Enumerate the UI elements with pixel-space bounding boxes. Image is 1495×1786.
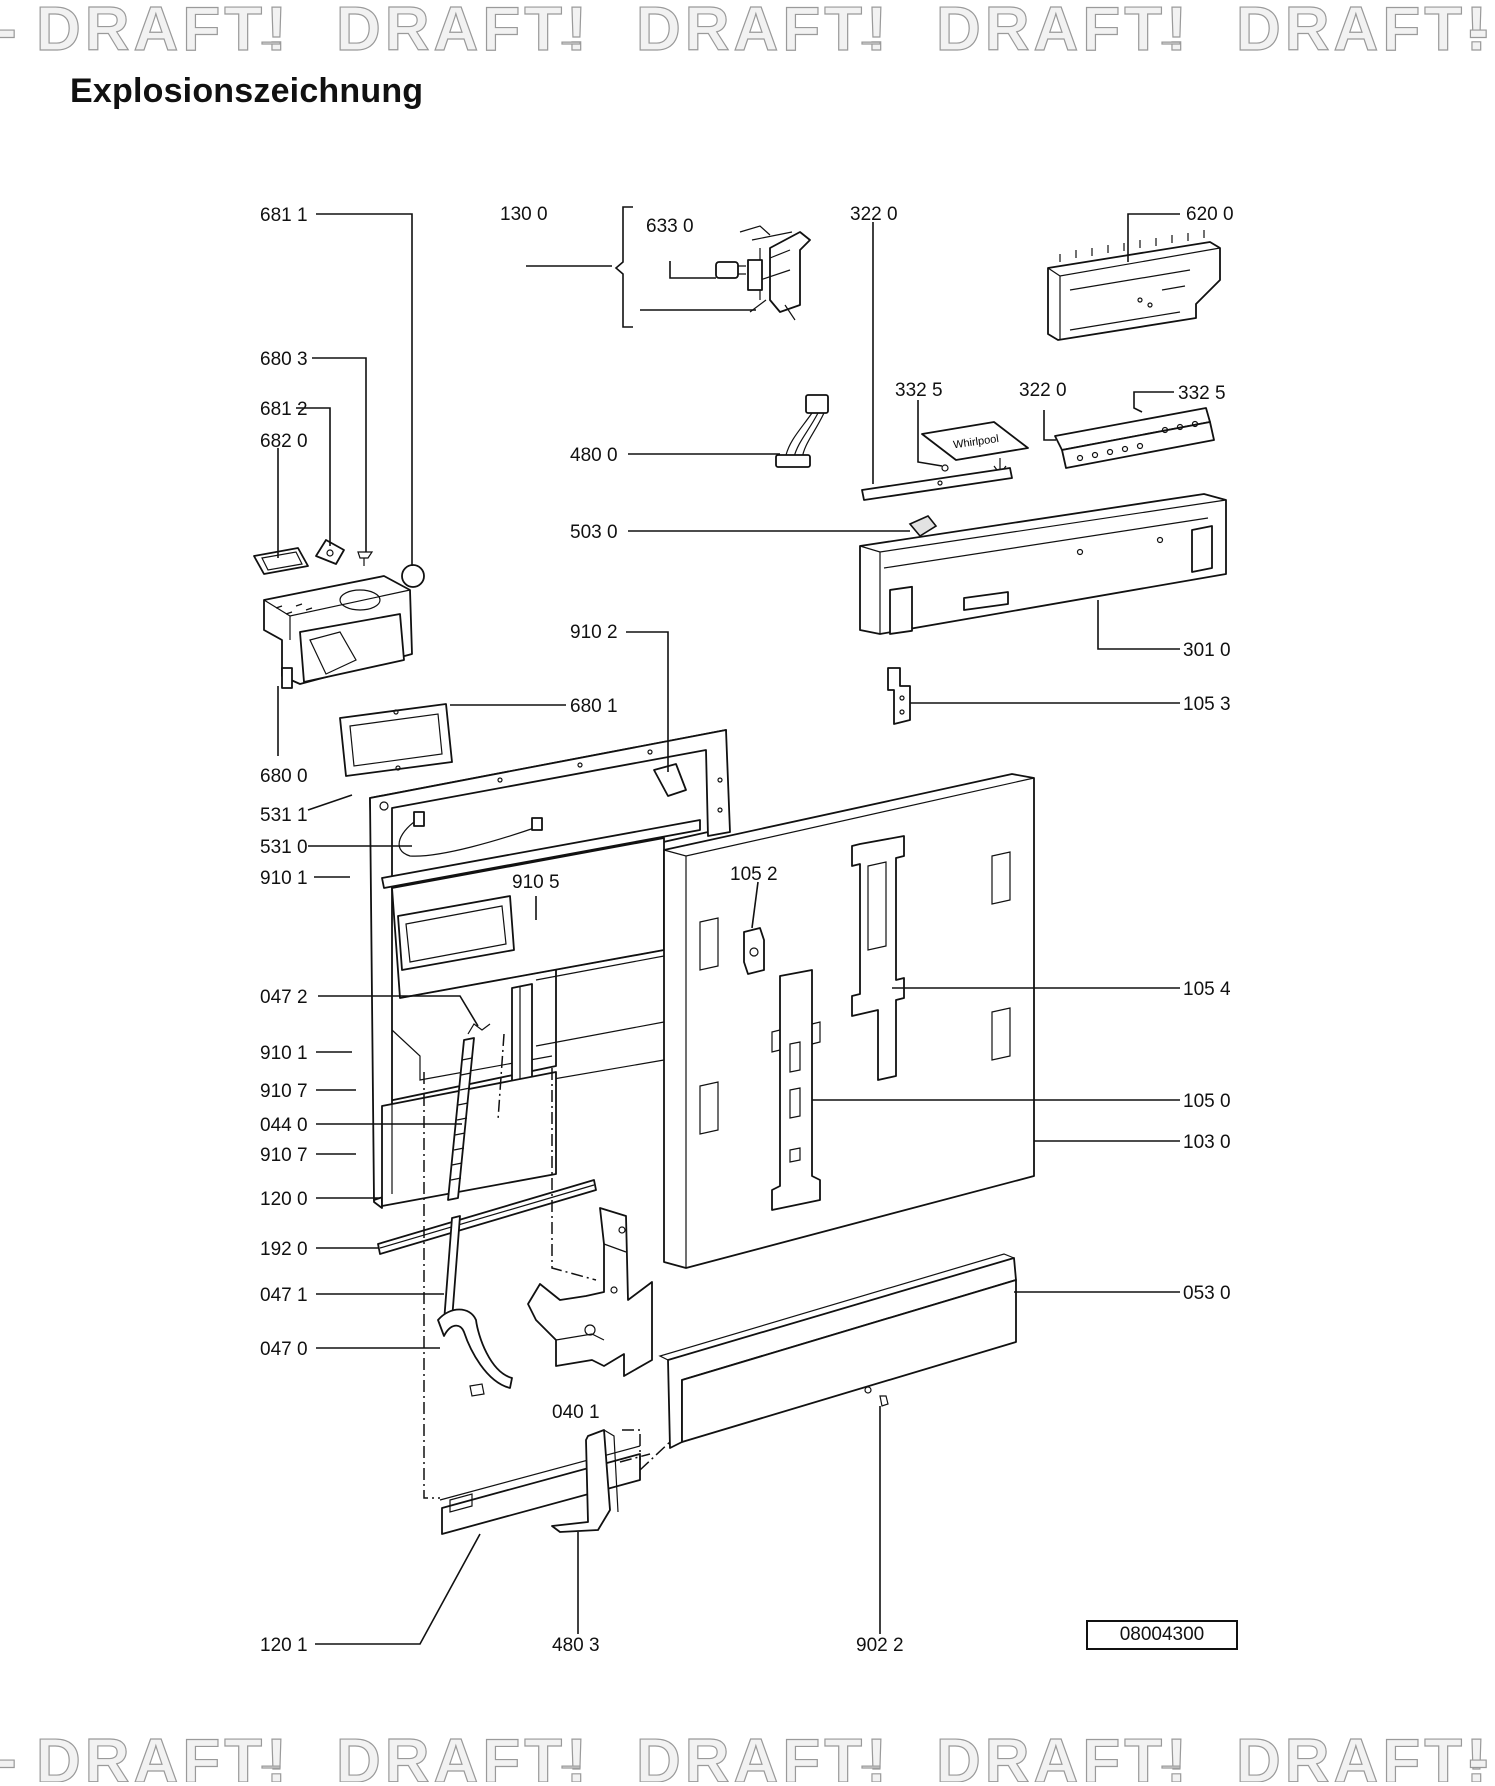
- label-053-0: 053 0: [1183, 1283, 1231, 1304]
- part-681-1-o-ring: [401, 564, 425, 588]
- label-130-0: 130 0: [500, 204, 548, 225]
- part-130-bracket-group: [614, 206, 811, 328]
- label-680-1: 680 1: [570, 696, 618, 717]
- part-620-electronic-module: [1047, 230, 1221, 341]
- label-120-0: 120 0: [260, 1189, 308, 1210]
- label-682-0: 682 0: [260, 431, 308, 452]
- label-480-0: 480 0: [570, 445, 618, 466]
- svg-text:—: —: [1162, 32, 1184, 52]
- svg-text:—: —: [862, 32, 884, 52]
- label-047-1: 047 1: [260, 1285, 308, 1306]
- label-531-1: 531 1: [260, 805, 308, 826]
- label-681-1: 681 1: [260, 205, 308, 226]
- svg-text:—: —: [1162, 1756, 1184, 1776]
- watermark-word: DRAFT!: [1236, 0, 1491, 60]
- page-title: Explosionszeichnung: [70, 72, 424, 110]
- label-105-2: 105 2: [730, 864, 778, 885]
- watermark-word: DRAFT!: [336, 1727, 591, 1782]
- label-301-0: 301 0: [1183, 640, 1231, 661]
- label-680-3: 680 3: [260, 349, 308, 370]
- label-047-2: 047 2: [260, 987, 308, 1008]
- label-322-0-right: 322 0: [1019, 380, 1067, 401]
- part-301-control-panel: [859, 493, 1227, 635]
- label-680-0: 680 0: [260, 766, 308, 787]
- watermark-word: DRAFT!: [936, 1727, 1191, 1782]
- svg-text:-: -: [0, 0, 21, 60]
- watermark-word: DRAFT!: [1236, 1727, 1491, 1782]
- assembly-lines: [423, 1033, 673, 1499]
- watermark-word: DRAFT!: [336, 0, 591, 60]
- part-681-2-cap: [315, 539, 345, 565]
- part-680-1-seal-frame: [339, 703, 453, 777]
- label-910-2-top: 910 2: [570, 622, 618, 643]
- label-103-0: 103 0: [1183, 1132, 1231, 1153]
- part-103-outer-door: [663, 773, 1035, 1269]
- part-053-kick-plate: [658, 1253, 1017, 1449]
- label-332-5-left: 332 5: [895, 380, 943, 401]
- part-332-label-plate: Whirlpool: [921, 421, 1029, 475]
- label-332-5-right: 332 5: [1178, 383, 1226, 404]
- leader-lines: [277, 213, 1180, 1645]
- svg-text:—: —: [262, 32, 284, 52]
- part-680-3-spring: [357, 551, 374, 566]
- part-503-clip: [908, 515, 938, 538]
- label-192-0: 192 0: [260, 1239, 308, 1260]
- part-inner-door: [369, 729, 731, 1209]
- label-910-1-top: 910 1: [260, 868, 308, 889]
- watermark-word: DRAFT!: [36, 1727, 291, 1782]
- label-047-0: 047 0: [260, 1339, 308, 1360]
- label-044-0: 044 0: [260, 1115, 308, 1136]
- document-number-box: 08004300: [1086, 1620, 1238, 1650]
- watermark-word: DRAFT!: [636, 0, 891, 60]
- label-902-2: 902 2: [856, 1635, 904, 1656]
- part-682-gasket: [253, 547, 309, 575]
- label-910-5: 910 5: [512, 872, 560, 893]
- svg-text:-: -: [1468, 0, 1493, 60]
- watermark-word: DRAFT!: [636, 1727, 891, 1782]
- watermark-word: DRAFT!: [36, 0, 291, 60]
- part-105-3-bracket: [887, 667, 911, 725]
- part-047-hinge-lever: [437, 1215, 513, 1397]
- label-910-1-mid: 910 1: [260, 1043, 308, 1064]
- label-681-2: 681 2: [260, 399, 308, 420]
- part-044-spring: [447, 1023, 491, 1201]
- part-192-rail: [377, 1179, 597, 1255]
- part-480-wiring-harness: [775, 394, 829, 468]
- label-105-3: 105 3: [1183, 694, 1231, 715]
- svg-text:—: —: [562, 1756, 584, 1776]
- svg-text:-: -: [1468, 1725, 1493, 1782]
- part-322-bracket-right: [1054, 407, 1215, 469]
- part-322-strip-left: [861, 467, 1013, 501]
- draft-watermark-bottom: - DRAFT! — DRAFT! — DRAFT! — DRAFT! — DR…: [0, 1724, 1493, 1782]
- svg-text:—: —: [562, 32, 584, 52]
- part-480-3-bracket: [551, 1429, 619, 1533]
- svg-text:—: —: [862, 1756, 884, 1776]
- label-105-4: 105 4: [1183, 979, 1231, 1000]
- svg-text:-: -: [0, 1725, 21, 1782]
- label-910-7-bottom: 910 7: [260, 1145, 308, 1166]
- svg-text:—: —: [262, 1756, 284, 1776]
- label-633-0: 633 0: [646, 216, 694, 237]
- part-680-dispenser: [263, 575, 413, 689]
- label-105-0: 105 0: [1183, 1091, 1231, 1112]
- draft-watermark-top: - DRAFT! — DRAFT! — DRAFT! — DRAFT! — DR…: [0, 0, 1493, 60]
- label-910-7-top: 910 7: [260, 1081, 308, 1102]
- label-531-0: 531 0: [260, 837, 308, 858]
- label-120-1: 120 1: [260, 1635, 308, 1656]
- label-503-0: 503 0: [570, 522, 618, 543]
- watermark-word: DRAFT!: [936, 0, 1191, 60]
- label-322-0-top: 322 0: [850, 204, 898, 225]
- part-040-hinge: [527, 1207, 653, 1377]
- part-120-1-lower-strip: [439, 1445, 641, 1535]
- part-633-switch: [715, 261, 746, 279]
- label-480-3: 480 3: [552, 1635, 600, 1656]
- label-040-1: 040 1: [552, 1402, 600, 1423]
- label-620-0: 620 0: [1186, 204, 1234, 225]
- part-labels: 681 1 130 0 633 0 322 0 620 0 680 3 681 …: [260, 204, 1234, 1656]
